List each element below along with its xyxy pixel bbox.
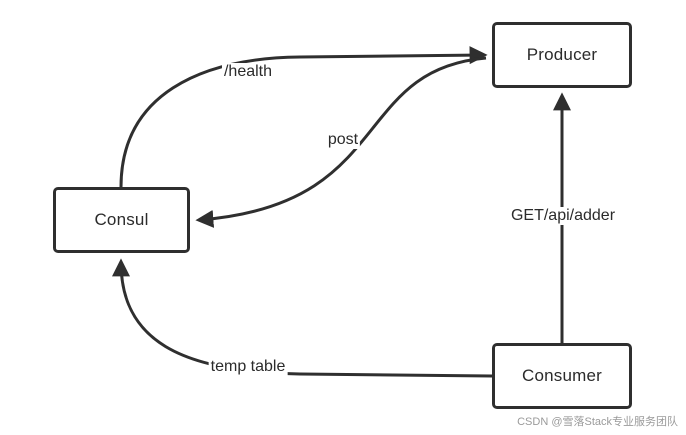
edge-label-temp-table: temp table	[208, 358, 288, 376]
node-producer[interactable]: Producer	[492, 22, 632, 88]
node-consul-label: Consul	[94, 210, 149, 229]
node-consumer-label: Consumer	[521, 366, 603, 385]
edge-label-api: GET/api/adder	[508, 207, 618, 225]
edge-consumer-to-consul-temp	[112, 258, 493, 378]
edge-producer-to-consul-post	[195, 56, 487, 228]
watermark: CSDN @雪落Stack专业服务团队	[517, 416, 678, 428]
node-consul[interactable]: Consul	[53, 187, 190, 253]
node-consumer[interactable]: Consumer	[492, 343, 632, 409]
edge-label-post: post	[325, 131, 361, 149]
node-producer-label: Producer	[526, 45, 598, 64]
edge-label-health: /health	[221, 63, 275, 81]
edge-consul-to-producer-health	[119, 46, 488, 188]
